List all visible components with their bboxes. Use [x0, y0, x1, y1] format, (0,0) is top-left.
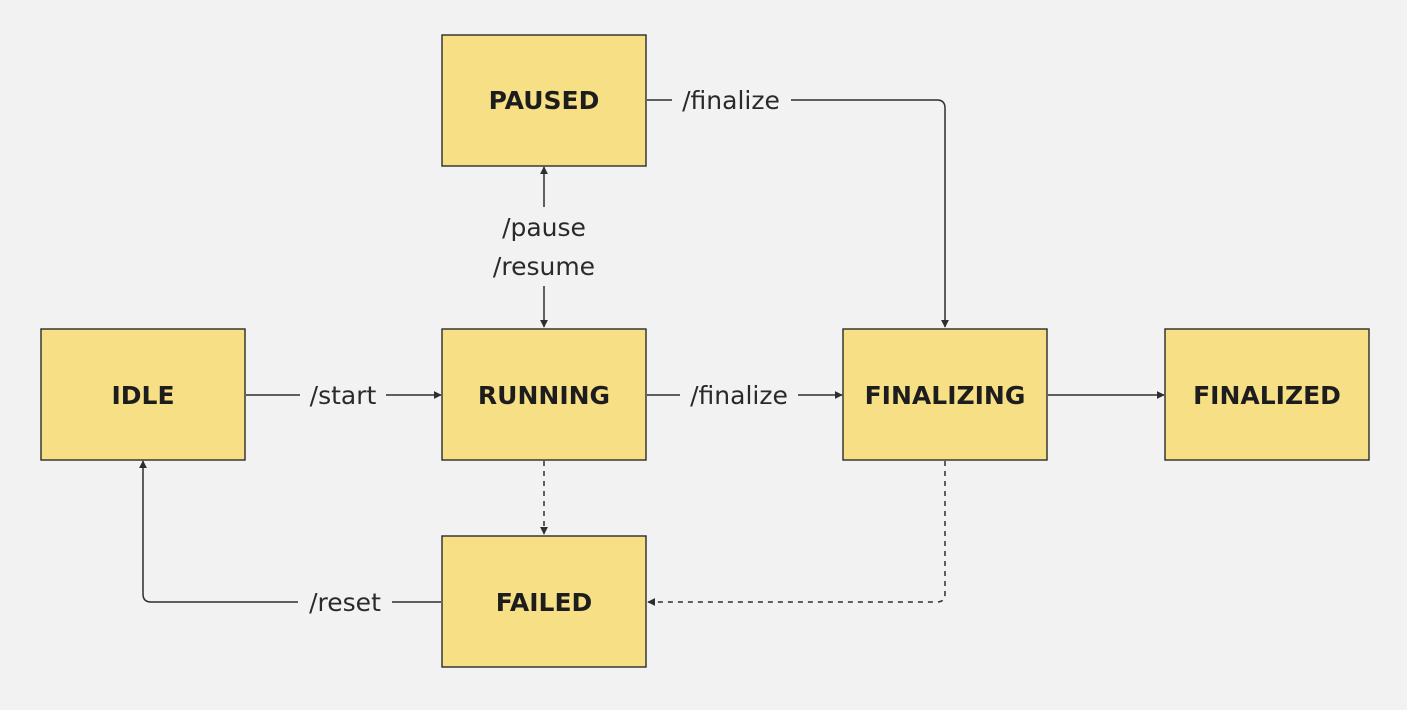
edge-label-finalize: /finalize [682, 86, 780, 115]
state-running: RUNNING [441, 328, 647, 461]
edge-label-resume: /resume [493, 252, 595, 281]
state-label: RUNNING [478, 381, 610, 410]
edge-paused-to-running: /resume [493, 252, 595, 328]
edge-running-to-finalizing: /finalize [647, 381, 842, 410]
edge-idle-to-running: /start [246, 381, 441, 410]
edge-label-finalize: /finalize [690, 381, 788, 410]
edge-paused-to-finalizing: /finalize [647, 86, 945, 327]
edge-label-start: /start [310, 381, 377, 410]
state-paused: PAUSED [441, 34, 647, 167]
state-finalized: FINALIZED [1164, 328, 1370, 461]
state-idle: IDLE [40, 328, 246, 461]
state-label: FAILED [496, 588, 593, 617]
state-failed: FAILED [441, 535, 647, 668]
edge-label-reset: /reset [309, 588, 381, 617]
edge-line [647, 99, 945, 327]
state-label: PAUSED [489, 86, 600, 115]
state-label: IDLE [111, 381, 174, 410]
edge-line [143, 461, 441, 603]
state-label: FINALIZED [1193, 381, 1341, 410]
edge-line [647, 461, 946, 606]
edge-running-to-paused: /pause [502, 166, 586, 242]
edge-failed-to-idle: /reset [143, 461, 441, 617]
state-finalizing: FINALIZING [842, 328, 1048, 461]
state-label: FINALIZING [865, 381, 1026, 410]
edge-finalizing-to-failed [647, 461, 946, 606]
edge-label-pause: /pause [502, 213, 586, 242]
